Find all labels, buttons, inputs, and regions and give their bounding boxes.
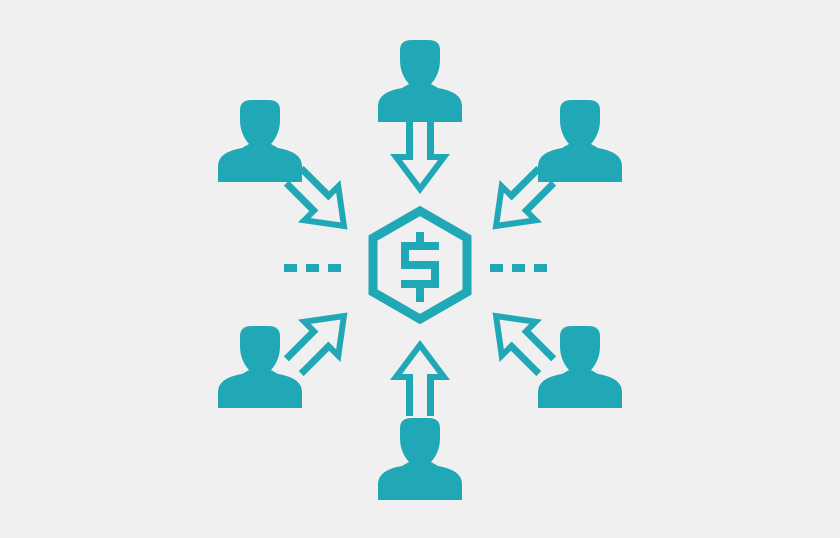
arrow-lower-right-icon: [471, 291, 568, 388]
person-upper-right-icon: [538, 100, 622, 182]
person-lower-left-icon: [218, 326, 302, 408]
dots-left-icon: [284, 264, 341, 272]
arrow-lower-left-icon: [272, 291, 369, 388]
dots-right-icon: [490, 264, 547, 272]
dollar-sign-icon: [401, 232, 439, 302]
person-top-icon: [378, 40, 462, 122]
arrow-bottom-icon: [390, 340, 450, 416]
hexagon-coin-icon: [368, 205, 472, 325]
arrow-top-icon: [390, 118, 450, 194]
person-bottom-icon: [378, 418, 462, 500]
person-upper-left-icon: [218, 100, 302, 182]
person-lower-right-icon: [538, 326, 622, 408]
